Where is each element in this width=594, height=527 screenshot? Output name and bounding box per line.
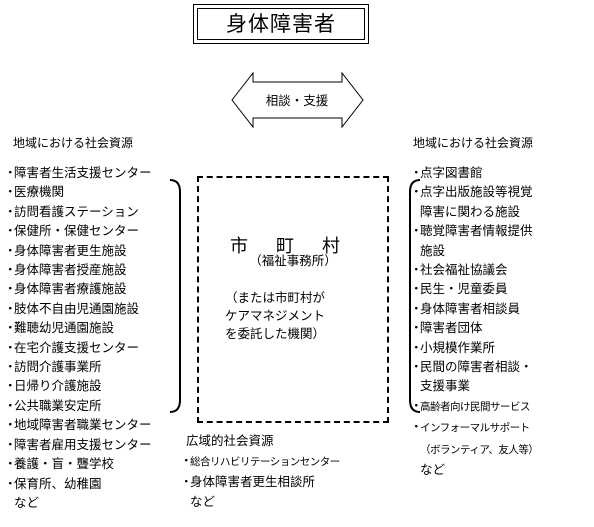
list-item: など xyxy=(14,494,40,510)
list-item: 支援事業 xyxy=(420,378,471,394)
list-item: ・地域障害者職業センター xyxy=(4,417,152,433)
arrow-label: 相談・支援 xyxy=(265,93,329,108)
municipality-note: （または市町村が ケアマネジメント を委託した機関） xyxy=(225,290,326,341)
title-box: 身体障害者 xyxy=(193,4,369,44)
right-heading: 地域における社会資源 xyxy=(413,136,534,150)
title-text: 身体障害者 xyxy=(197,8,365,40)
municipality-name: 市町村 xyxy=(230,236,368,257)
list-item: ・医療機関 xyxy=(4,184,65,200)
list-item: ・身体障害者相談員 xyxy=(410,300,521,316)
list-item: ・高齢者向け民間サービス xyxy=(410,397,531,413)
list-item: ・聴覚障害者情報提供 xyxy=(410,223,533,239)
left-brace xyxy=(169,179,181,413)
double-arrow xyxy=(231,72,364,128)
list-item: ・点字出版施設等視覚 xyxy=(410,184,533,200)
list-item: ・障害者団体 xyxy=(410,320,483,336)
list-item: ・訪問介護事業所 xyxy=(4,359,102,375)
municipality-frame xyxy=(197,176,389,423)
list-item: ・在宅介護支援センター xyxy=(4,339,140,355)
right-resource-list: ・点字図書館 ・点字出版施設等視覚 障害に関わる施設 ・聴覚障害者情報提供 施設… xyxy=(410,163,539,480)
municipality-box: 市町村 （福祉事務所） （または市町村が ケアマネジメント を委託した機関） xyxy=(197,176,389,423)
list-item: ・身体障害者授産施設 xyxy=(4,262,127,278)
list-item: 施設 xyxy=(420,242,446,258)
list-item: ・障害者生活支援センター xyxy=(4,165,152,180)
list-item: ・肢体不自由児通園施設 xyxy=(4,300,140,316)
wide-area-heading: 広域的社会資源 xyxy=(186,433,274,448)
left-heading: 地域における社会資源 xyxy=(13,136,134,150)
list-item: ・公共職業安定所 xyxy=(4,397,102,413)
right-brace xyxy=(409,179,421,413)
list-item: ・身体障害者更生相談所 xyxy=(180,474,316,490)
list-item: ・障害者雇用支援センター xyxy=(4,436,152,452)
list-item: など xyxy=(190,493,216,509)
list-item: ・民生・児童委員 xyxy=(410,281,508,297)
list-item: ・保育所、幼稚園 xyxy=(4,475,102,491)
wide-area-list: ・総合リハビリテーションセンター ・身体障害者更生相談所 など xyxy=(180,451,340,511)
list-item: ・養護・盲・聾学校 xyxy=(4,456,115,472)
list-item: ・総合リハビリテーションセンター xyxy=(180,453,340,468)
list-item: ・難聴幼児通園施設 xyxy=(4,320,115,336)
list-item: ・身体障害者療護施設 xyxy=(4,281,127,297)
list-item: （ボランティア、友人等） xyxy=(420,443,539,456)
list-item: ・保健所・保健センター xyxy=(4,223,140,239)
municipality-sub: （福祉事務所） xyxy=(249,253,337,268)
list-item: ・社会福祉協議会 xyxy=(410,262,508,278)
list-item: ・インフォーマルサポート xyxy=(410,419,530,435)
list-item: ・訪問看護ステーション xyxy=(4,203,139,219)
list-item: ・日帰り介護施設 xyxy=(4,378,102,394)
list-item: ・民間の障害者相談・ xyxy=(410,359,533,375)
list-item: 障害に関わる施設 xyxy=(420,203,521,219)
list-item: など xyxy=(420,462,446,478)
list-item: ・小規模作業所 xyxy=(410,339,496,355)
title-outer-frame xyxy=(193,4,369,44)
list-item: ・身体障害者更生施設 xyxy=(4,242,127,258)
list-item: ・点字図書館 xyxy=(410,165,483,180)
left-resource-list: ・障害者生活支援センター ・医療機関 ・訪問看護ステーション ・保健所・保健セン… xyxy=(4,163,152,512)
